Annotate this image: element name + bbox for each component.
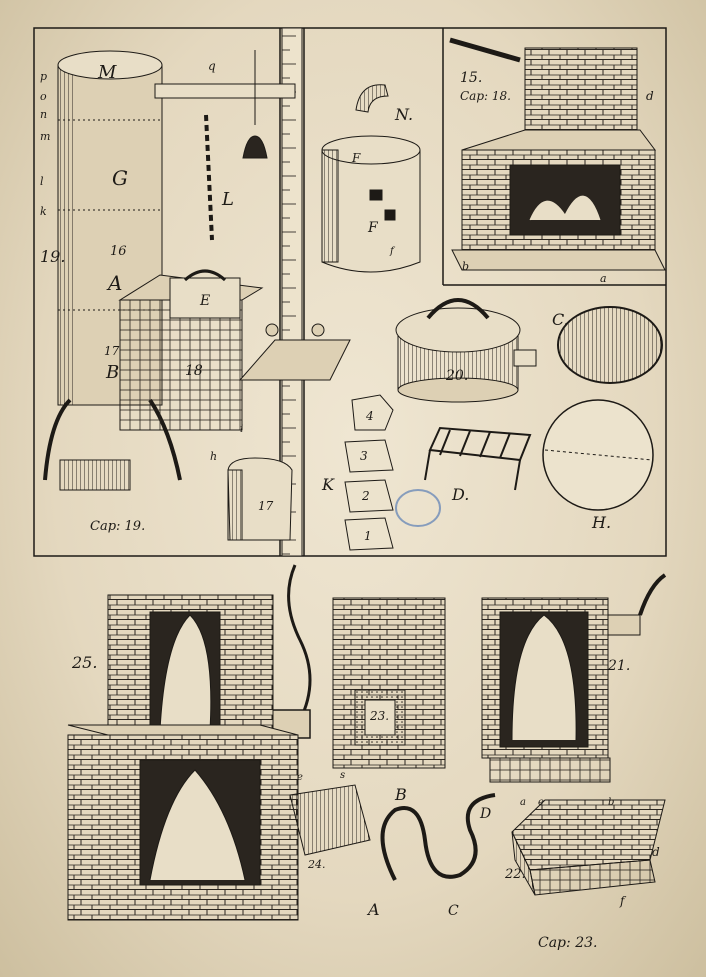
label-Fb: F bbox=[367, 220, 379, 236]
grate-C bbox=[557, 306, 663, 384]
label-n18: 18 bbox=[185, 363, 203, 379]
label-cap23: Cap: 23. bbox=[538, 935, 597, 951]
ring-piece-17 bbox=[227, 457, 293, 541]
label-E: E bbox=[199, 293, 210, 309]
label-s: s bbox=[340, 770, 345, 781]
label-cap19: Cap: 19. bbox=[90, 519, 145, 534]
label-d: d bbox=[646, 89, 654, 103]
label-C: C. bbox=[552, 310, 569, 329]
label-A: A bbox=[106, 271, 122, 295]
label-n22: 22. bbox=[504, 867, 526, 882]
label-i: i bbox=[240, 424, 243, 435]
label-n20: 20. bbox=[445, 368, 468, 384]
grate-D bbox=[424, 426, 532, 491]
label-a: a bbox=[600, 272, 607, 285]
chain-and-bell bbox=[204, 50, 268, 241]
label-o: o bbox=[40, 90, 47, 103]
label-cap18: Cap: 18. bbox=[460, 89, 511, 103]
tray-with-handles bbox=[238, 323, 351, 381]
label-h: h bbox=[210, 450, 217, 463]
furnace-25 bbox=[67, 594, 299, 921]
label-d2: d bbox=[652, 845, 660, 859]
pot-20 bbox=[395, 298, 537, 403]
label-F: F bbox=[351, 151, 361, 165]
label-e: e bbox=[297, 772, 303, 783]
label-L: L bbox=[221, 189, 234, 210]
serpentine-flue bbox=[380, 793, 496, 881]
label-f2: f bbox=[619, 894, 627, 908]
label-N: N. bbox=[394, 105, 413, 124]
label-n: n bbox=[40, 108, 47, 121]
label-l: l bbox=[40, 175, 44, 188]
chimney-block-23 bbox=[332, 597, 446, 769]
label-fig15: 15. bbox=[460, 70, 482, 86]
label-k4: 4 bbox=[365, 409, 374, 423]
tiles-K bbox=[344, 394, 394, 551]
label-bC: C bbox=[448, 903, 459, 919]
label-n17b: 17 bbox=[258, 499, 274, 513]
label-K: K bbox=[321, 475, 335, 494]
cylinder-F bbox=[321, 135, 421, 273]
label-n17: 17 bbox=[104, 344, 120, 358]
label-fig19: 19. bbox=[40, 247, 65, 266]
label-fig25: 25. bbox=[71, 653, 97, 672]
label-bB: B bbox=[394, 785, 407, 804]
label-f: f bbox=[389, 246, 396, 257]
label-n16: 16 bbox=[110, 244, 127, 259]
label-e2: e bbox=[538, 797, 544, 808]
label-n24: 24. bbox=[307, 858, 326, 871]
box-furnace-18 bbox=[118, 269, 264, 431]
label-fig21: 21. bbox=[607, 658, 630, 674]
label-p: p bbox=[40, 70, 47, 83]
label-a2: a bbox=[520, 797, 526, 808]
label-k: k bbox=[40, 205, 47, 218]
label-n23: 23. bbox=[369, 709, 389, 723]
label-G: G bbox=[112, 166, 128, 190]
label-D: D. bbox=[451, 485, 469, 504]
trough-24 bbox=[289, 784, 371, 856]
hearth-22 bbox=[511, 799, 666, 896]
label-H: H. bbox=[591, 513, 611, 532]
label-M: M bbox=[97, 62, 117, 83]
label-q: q bbox=[208, 59, 216, 73]
label-b: b bbox=[462, 260, 469, 273]
hoop-N bbox=[355, 84, 389, 113]
library-stamp bbox=[395, 489, 441, 527]
label-B: B bbox=[105, 362, 119, 383]
label-b2: b bbox=[608, 797, 614, 808]
oven-15 bbox=[449, 37, 666, 271]
label-m: m bbox=[40, 130, 50, 143]
label-k1: 1 bbox=[364, 529, 372, 543]
label-bD: D bbox=[479, 806, 491, 822]
label-k2: 2 bbox=[361, 489, 370, 503]
disc-H bbox=[542, 399, 654, 511]
furnace-21 bbox=[481, 573, 667, 783]
label-k3: 3 bbox=[360, 449, 368, 463]
label-bA: A bbox=[366, 900, 380, 919]
